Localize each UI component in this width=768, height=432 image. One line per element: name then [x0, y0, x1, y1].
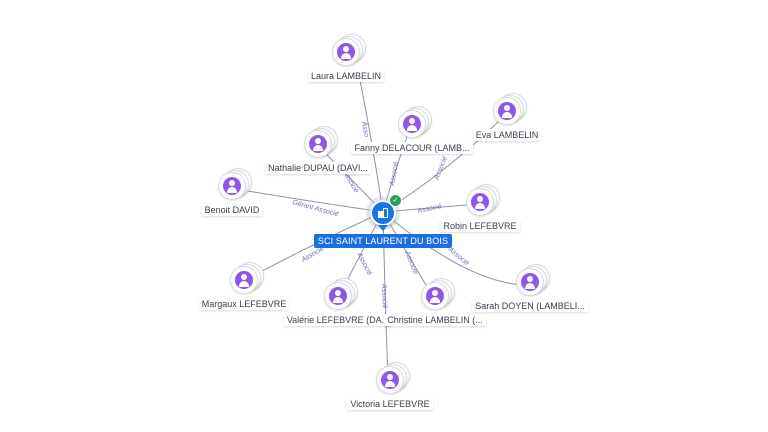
person-icon: [235, 271, 253, 289]
person-name[interactable]: Robin LEFEBVRE: [440, 220, 520, 232]
avatar-stack: [417, 278, 455, 312]
avatar-stack: [328, 34, 366, 68]
person-node-sarah[interactable]: Sarah DOYEN (LAMBELI...: [470, 264, 590, 312]
person-name[interactable]: Eva LAMBELIN: [472, 129, 542, 141]
person-name[interactable]: Nathalie DUPAU (DAVI...: [265, 162, 371, 174]
person-name[interactable]: Victoria LEFEBVRE: [347, 398, 433, 410]
edge-label-victoria: Associé: [380, 283, 388, 309]
person-icon: [329, 287, 347, 305]
edge-label-valerie: Associé: [355, 251, 373, 277]
person-node-valerie[interactable]: Valérie LEFEBVRE (DA...: [278, 278, 398, 326]
person-name[interactable]: Laura LAMBELIN: [307, 70, 385, 82]
edge-victoria: Associé: [380, 211, 389, 381]
person-node-laura[interactable]: Laura LAMBELIN: [286, 34, 406, 82]
person-node-nathalie[interactable]: Nathalie DUPAU (DAVI...: [258, 126, 378, 174]
person-icon: [381, 371, 399, 389]
person-name[interactable]: Christine LAMBELIN (...: [384, 314, 486, 326]
person-icon: [471, 193, 489, 211]
company-node[interactable]: ✓ SCI SAINT LAURENT DU BOIS: [303, 194, 463, 248]
avatar-stack: [462, 184, 500, 218]
edge-label-laura: Asso: [360, 120, 370, 138]
person-icon: [337, 43, 355, 61]
avatar-stack: [394, 106, 432, 140]
person-icon: [521, 273, 539, 291]
person-node-christine[interactable]: Christine LAMBELIN (...: [375, 278, 495, 326]
edge-label-christine: Associé: [403, 249, 419, 275]
person-icon: [403, 115, 421, 133]
company-pin[interactable]: [370, 200, 396, 231]
person-node-robin[interactable]: Robin LEFEBVRE: [420, 184, 540, 232]
avatar-stack: [214, 168, 252, 202]
person-node-margaux[interactable]: Margaux LEFEBVRE: [184, 262, 304, 310]
edge-label-eva: Associé: [433, 155, 449, 181]
person-name[interactable]: Margaux LEFEBVRE: [198, 298, 290, 310]
person-icon: [309, 135, 327, 153]
person-icon: [498, 102, 516, 120]
avatar-stack: [320, 278, 358, 312]
person-name[interactable]: Benoit DAVID: [201, 204, 263, 216]
person-node-eva[interactable]: Eva LAMBELIN: [447, 93, 567, 141]
edge-label-margaux: Associé: [300, 245, 326, 264]
edge-laura: Asso: [357, 69, 384, 213]
avatar-stack: [300, 126, 338, 160]
person-name[interactable]: Fanny DELACOUR (LAMB...: [351, 142, 473, 154]
person-node-fanny[interactable]: Fanny DELACOUR (LAMB...: [351, 106, 473, 154]
person-name[interactable]: Valérie LEFEBVRE (DA...: [283, 314, 393, 326]
company-name-label[interactable]: SCI SAINT LAURENT DU BOIS: [313, 234, 453, 248]
company-halo: ✓: [366, 194, 402, 231]
edge-label-fanny: Associé: [389, 161, 400, 187]
avatar-stack: [512, 264, 550, 298]
person-name[interactable]: Sarah DOYEN (LAMBELI...: [472, 300, 588, 312]
avatar-stack: [489, 93, 527, 127]
check-icon: ✓: [389, 194, 402, 207]
person-icon: [223, 177, 241, 195]
person-node-benoit[interactable]: Benoit DAVID: [172, 168, 292, 216]
building-icon: [378, 208, 388, 218]
avatar-stack: [372, 362, 410, 396]
avatar-stack: [226, 262, 264, 296]
person-icon: [426, 287, 444, 305]
person-node-victoria[interactable]: Victoria LEFEBVRE: [330, 362, 450, 410]
